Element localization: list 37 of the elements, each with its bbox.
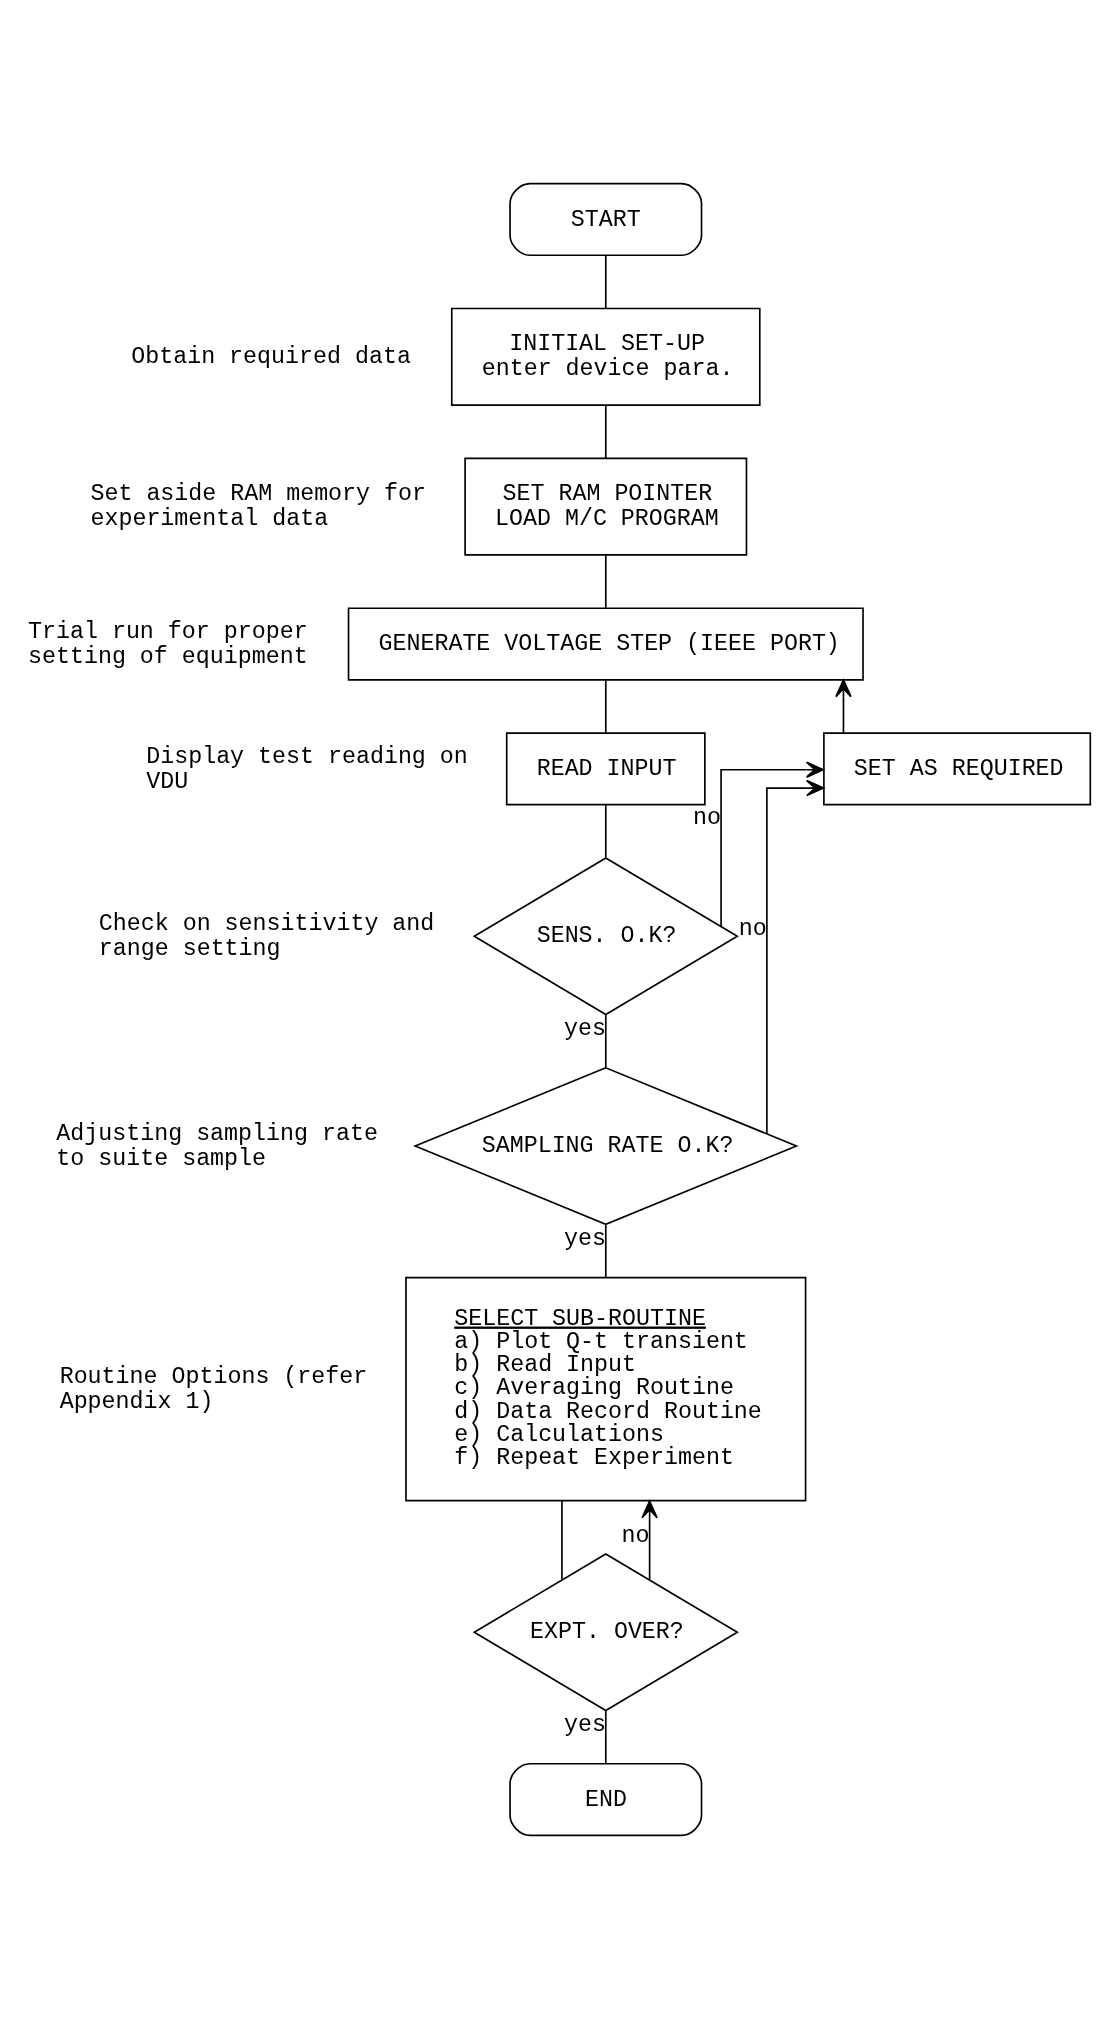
node-label: Routine Options (refer Appendix 1) xyxy=(59,1363,368,1415)
node-box: INITIAL SET-UP enter device para. xyxy=(450,307,761,406)
arrow xyxy=(766,779,825,1135)
edge-label: no xyxy=(738,915,767,942)
connector xyxy=(604,404,607,459)
edge-label: no xyxy=(692,804,721,831)
node-box: END xyxy=(509,1762,703,1836)
node-box: SET AS REQUIRED xyxy=(823,731,1092,806)
edge-label: no xyxy=(621,1522,650,1549)
node-label: Adjusting sampling rate to suite sample xyxy=(56,1120,378,1172)
node-label: Display test reading on VDU xyxy=(146,743,468,795)
connector xyxy=(604,554,607,609)
arrow xyxy=(720,760,825,927)
node-box: SET RAM POINTER LOAD M/C PROGRAM xyxy=(464,457,748,556)
node-label: Obtain required data xyxy=(131,343,411,370)
connector xyxy=(604,678,607,734)
connector xyxy=(604,254,607,309)
connector xyxy=(604,1223,607,1278)
node-diamond: SENS. O.K? xyxy=(472,856,739,1015)
node-box: GENERATE VOLTAGE STEP (IEEE PORT) xyxy=(347,606,864,681)
node-diamond: EXPT. OVER? xyxy=(472,1552,739,1711)
connector xyxy=(604,803,607,858)
connector xyxy=(561,1499,563,1580)
arrow xyxy=(641,1499,658,1580)
node-label: Set aside RAM memory for experimental data xyxy=(90,480,426,532)
node-diamond: SAMPLING RATE O.K? xyxy=(412,1066,799,1225)
connector xyxy=(604,1709,607,1764)
node-box: SELECT SUB-ROUTINE a) Plot Q-t transient b) Read Input c) Averaging Routine d) Data Record Routine e) Calculations f) Repeat Experiment xyxy=(405,1276,807,1501)
edge-label: yes xyxy=(563,1015,606,1042)
edge-label: yes xyxy=(563,1225,606,1252)
edge-label: yes xyxy=(563,1711,606,1738)
node-box: READ INPUT xyxy=(505,731,706,806)
node-box: START xyxy=(509,182,703,256)
arrow xyxy=(835,678,852,734)
connector xyxy=(604,1013,607,1068)
node-label: Check on sensitivity and range setting xyxy=(98,910,435,962)
node-label: Trial run for proper setting of equipment xyxy=(28,618,308,670)
